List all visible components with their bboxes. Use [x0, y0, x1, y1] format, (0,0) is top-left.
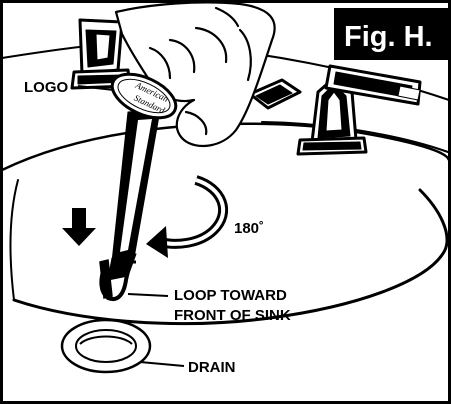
label-loop-line1: LOOP TOWARD — [174, 287, 287, 304]
drain — [60, 318, 152, 374]
figure-title: Fig. H. — [344, 21, 433, 53]
down-arrow-icon — [62, 208, 96, 246]
label-loop-line2: FRONT OF SINK — [174, 307, 291, 324]
stopper-cap: American Standard — [110, 72, 178, 120]
label-drain: DRAIN — [188, 359, 236, 376]
label-logo: LOGO — [24, 79, 68, 96]
figure-title-box: Fig. H. — [334, 8, 448, 60]
rotate-arrow-icon — [146, 175, 229, 258]
faucet-spout — [248, 78, 302, 110]
label-rotation: 180˚ — [234, 220, 264, 237]
stopper-loop — [99, 259, 136, 301]
leader-lines — [77, 85, 185, 367]
pop-up-stopper — [107, 109, 161, 281]
faucet-handle-right — [296, 64, 422, 156]
